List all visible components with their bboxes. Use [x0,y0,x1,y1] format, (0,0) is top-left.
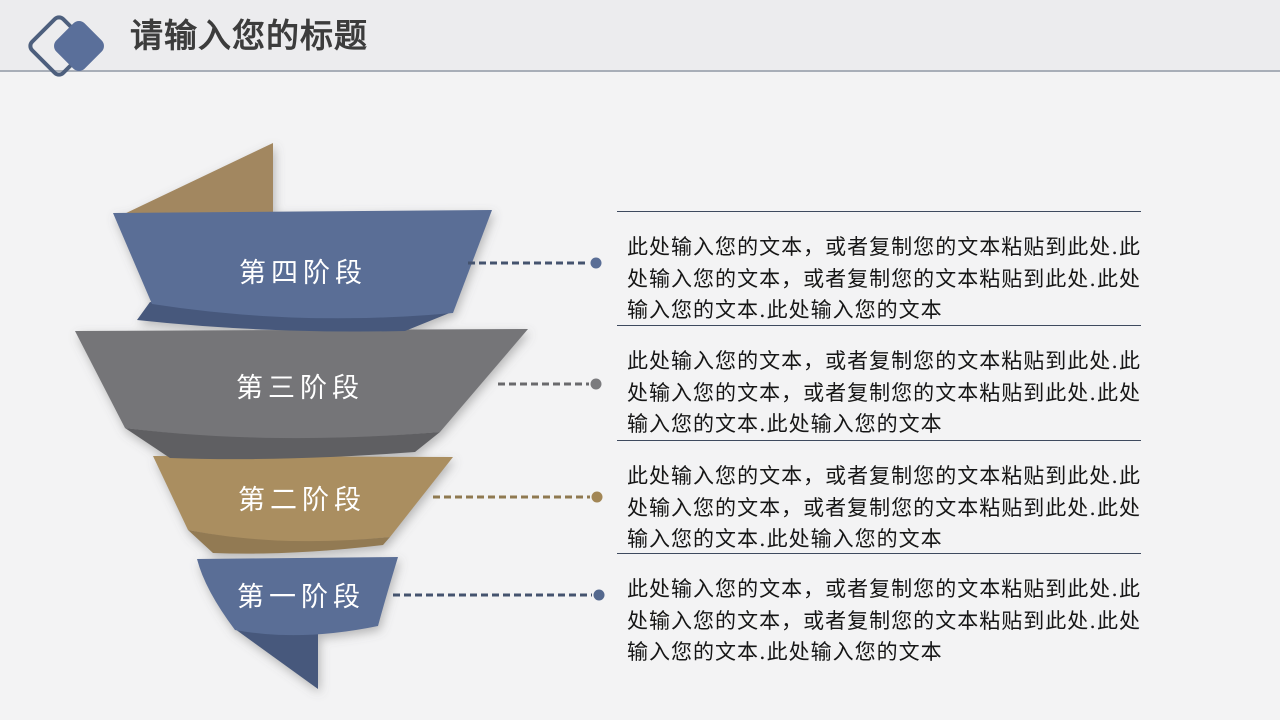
funnel-stage-2-shape [153,456,453,542]
funnel-sail [122,143,273,215]
content-text-2: 此处输入您的文本，或者复制您的文本粘贴到此处.此处输入您的文本，或者复制您的文本… [627,349,1141,436]
funnel-stage-1-label: 第一阶段 [237,582,365,613]
connector-dot-stage-2 [591,491,603,503]
connector-dot-stage-4 [590,257,602,269]
content-text-4: 此处输入您的文本，或者复制您的文本粘贴到此处.此处输入您的文本，或者复制您的文本… [627,577,1141,664]
connector-dot-stage-1 [593,589,605,601]
slide-header: 请输入您的标题 [0,0,1280,80]
funnel-fold-gray [125,428,440,460]
content-block-4: 此处输入您的文本，或者复制您的文本粘贴到此处.此处输入您的文本，或者复制您的文本… [617,553,1141,669]
content-text-1: 此处输入您的文本，或者复制您的文本粘贴到此处.此处输入您的文本，或者复制您的文本… [627,235,1141,322]
page-title: 请输入您的标题 [130,17,368,54]
funnel-stage-2-label: 第二阶段 [238,485,366,516]
connector-dot-stage-3 [590,378,602,390]
funnel-stage-1-shape [197,557,398,636]
content-block-3: 此处输入您的文本，或者复制您的文本粘贴到此处.此处输入您的文本，或者复制您的文本… [617,440,1141,556]
content-block-1: 此处输入您的文本，或者复制您的文本粘贴到此处.此处输入您的文本，或者复制您的文本… [617,211,1141,327]
funnel-stage-4-label: 第四阶段 [239,258,367,289]
content-text-3: 此处输入您的文本，或者复制您的文本粘贴到此处.此处输入您的文本，或者复制您的文本… [627,464,1141,551]
funnel-stage-4-shape [113,210,492,319]
funnel-stage-3-shape [75,329,528,439]
funnel-fold-tan [188,530,390,554]
funnel-tail [235,627,318,689]
content-block-2: 此处输入您的文本，或者复制您的文本粘贴到此处.此处输入您的文本，或者复制您的文本… [617,325,1141,441]
funnel-stage-3-label: 第三阶段 [236,373,364,404]
